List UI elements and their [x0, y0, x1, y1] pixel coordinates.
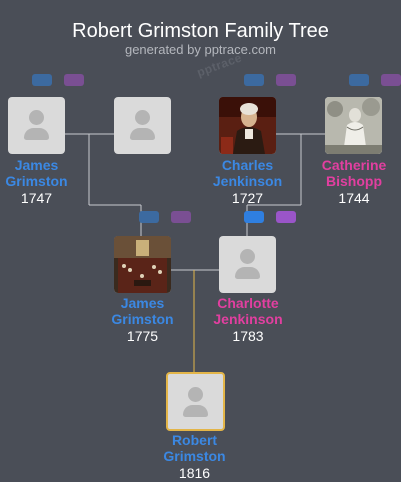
person-card-robert-1816[interactable]: [166, 372, 225, 431]
father-lineage-icon[interactable]: [244, 74, 264, 86]
mother-lineage-icon[interactable]: [64, 74, 84, 86]
person-card-james-1775[interactable]: [114, 236, 171, 293]
person-silhouette-icon: [29, 110, 44, 125]
portrait-photo: [325, 97, 382, 154]
mother-lineage-icon[interactable]: [276, 211, 296, 223]
person-card-charles-1727[interactable]: [219, 97, 276, 154]
father-lineage-icon[interactable]: [139, 211, 159, 223]
page-title: Robert Grimston Family Tree: [72, 20, 329, 42]
birth-year: 1744: [338, 190, 370, 206]
portrait-photo: [219, 97, 276, 154]
father-lineage-icon[interactable]: [32, 74, 52, 86]
birth-year: 1747: [20, 190, 53, 206]
person-name[interactable]: Charles Jenkinson: [212, 157, 283, 189]
person-silhouette-icon: [135, 110, 150, 125]
person-card-catherine-1744[interactable]: [325, 97, 382, 154]
mother-lineage-icon[interactable]: [276, 74, 296, 86]
mother-lineage-icon[interactable]: [381, 74, 401, 86]
person-card-james-1747[interactable]: [8, 97, 65, 154]
person-name[interactable]: James Grimston: [5, 157, 68, 189]
person-name[interactable]: Charlotte Jenkinson: [213, 295, 283, 327]
person-card-unknown-spouse[interactable]: [114, 97, 171, 154]
birth-year: 1816: [178, 465, 211, 481]
father-lineage-icon[interactable]: [244, 211, 264, 223]
person-name[interactable]: Robert Grimston: [163, 432, 226, 464]
person-silhouette-icon: [240, 249, 255, 264]
person-name[interactable]: Catherine Bishopp: [321, 157, 387, 189]
mother-lineage-icon[interactable]: [171, 211, 191, 223]
portrait-photo: [114, 236, 171, 293]
birth-year: 1783: [232, 328, 264, 344]
person-silhouette-icon: [188, 387, 203, 402]
birth-year: 1775: [126, 328, 159, 344]
page-subtitle: generated by pptrace.com: [124, 42, 277, 57]
father-lineage-icon[interactable]: [349, 74, 369, 86]
birth-year: 1727: [231, 190, 264, 206]
person-card-charlotte-1783[interactable]: [219, 236, 276, 293]
person-name[interactable]: James Grimston: [111, 295, 174, 327]
